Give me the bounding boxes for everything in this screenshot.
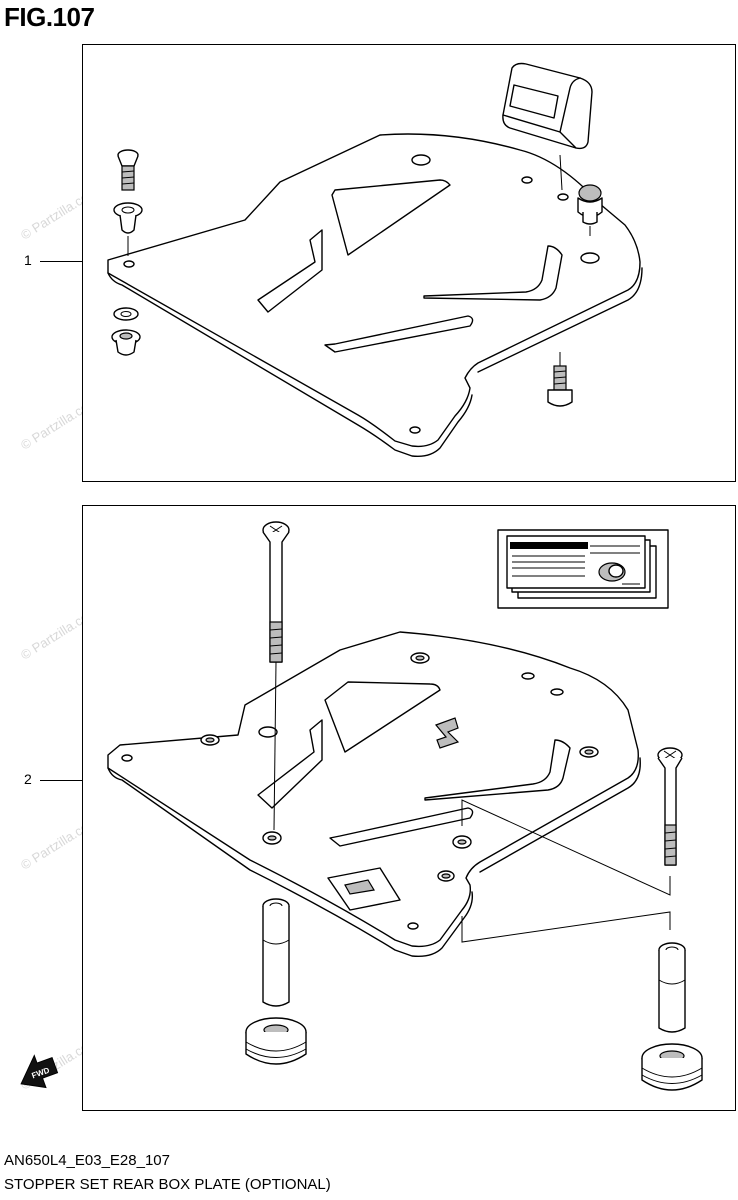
collar-top xyxy=(113,202,143,256)
panel-stopper-set xyxy=(82,44,736,482)
diagram-code: AN650L4_E03_E28_107 xyxy=(4,1152,170,1169)
callout-2-label: 2 xyxy=(24,771,32,787)
diagram-caption: STOPPER SET REAR BOX PLATE (OPTIONAL) xyxy=(4,1176,331,1193)
figure-title: FIG.107 xyxy=(4,2,95,32)
manual-inset xyxy=(497,529,669,609)
rear-box-plate xyxy=(107,631,641,958)
fwd-arrow-icon: FWD xyxy=(20,1054,59,1089)
screw-top-left xyxy=(117,149,139,191)
bolt-bottom-right xyxy=(547,352,573,407)
callout-1-label: 1 xyxy=(24,252,32,268)
callout-2-leader xyxy=(40,780,82,781)
washer-nut-left xyxy=(111,307,141,356)
panel-rear-box-plate xyxy=(82,505,736,1111)
spacer-left xyxy=(245,898,307,1065)
long-bolt-right xyxy=(657,747,683,866)
stopper-pad xyxy=(502,62,593,191)
stopper-plate xyxy=(107,133,643,458)
spacer-right xyxy=(641,942,703,1091)
rubber-stopper xyxy=(577,184,603,236)
callout-1-leader xyxy=(40,261,82,262)
long-bolt-left xyxy=(262,521,290,831)
